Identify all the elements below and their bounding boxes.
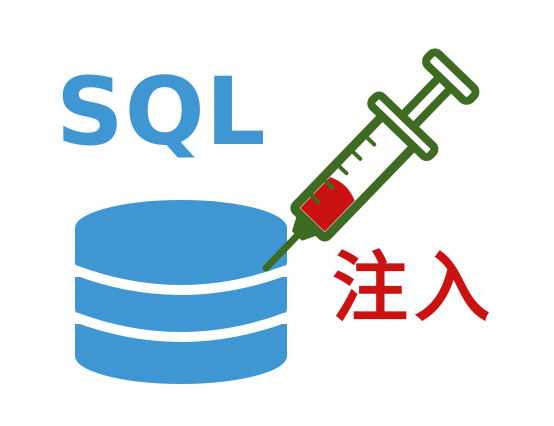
injection-label: 注入 [332, 243, 496, 332]
syringe-tick-marks [306, 132, 377, 205]
sql-title: SQL [56, 58, 267, 167]
syringe-fluid [300, 177, 355, 232]
database-separator-1 [73, 265, 289, 295]
database-separator-2 [73, 312, 289, 342]
syringe-needle [262, 229, 303, 272]
syringe-plunger-handle [422, 48, 480, 105]
